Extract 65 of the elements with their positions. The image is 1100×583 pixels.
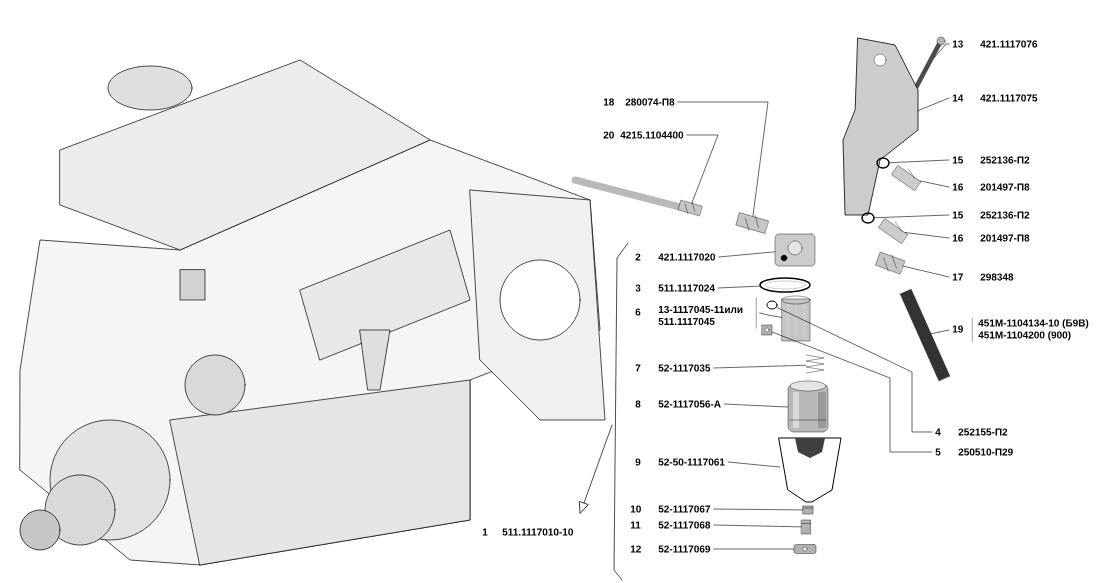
filter-element: [781, 295, 811, 342]
leader-line: [934, 43, 950, 58]
callout-label: 5 250510-П29: [935, 448, 1013, 456]
callout-label: 4 252155-П2: [935, 428, 1008, 436]
leader-line: [902, 265, 950, 278]
fitting: [677, 199, 703, 217]
callout-label: 14 421.1117075: [952, 94, 1038, 102]
callout-label: 16 201497-П8: [952, 183, 1030, 191]
leader-line: [930, 329, 950, 334]
callout-label: 15 252136-П2: [952, 211, 1030, 219]
callout-label: 15 252136-П2: [952, 156, 1030, 164]
bolt: [914, 36, 946, 89]
callout-label: 12 52-1117069: [630, 545, 711, 553]
screw: [802, 505, 814, 515]
leader-line: [919, 180, 950, 188]
callout-number: 1: [482, 528, 488, 536]
washer: [876, 157, 890, 169]
leader-line: [723, 403, 789, 408]
leader-line: [727, 461, 781, 468]
clamp: [793, 544, 817, 554]
callout-label: 8 52-1117056-А: [635, 400, 721, 408]
sediment-bowl: [778, 437, 842, 503]
screw: [801, 519, 811, 535]
fitting: [735, 212, 769, 234]
hose: [900, 288, 950, 382]
callout-label: 13 421.1117076: [952, 40, 1038, 48]
callout-label: 20 4215.1104400: [603, 131, 684, 139]
leader-line: [677, 101, 769, 217]
callout-label: 10 52-1117067: [630, 505, 711, 513]
callout-label: 2 421.1117020: [635, 253, 716, 261]
callout-label: 18 280074-П8: [603, 98, 675, 106]
spring: [805, 354, 825, 374]
washer: [861, 212, 875, 224]
leader-line: [713, 524, 802, 528]
leader-line: [917, 97, 950, 111]
leader-line: [776, 306, 933, 433]
part-number: 511.1117010-10: [502, 528, 573, 536]
fitting: [875, 251, 905, 275]
leader-line: [889, 159, 950, 163]
callout-label: 17 298348: [952, 273, 1014, 281]
gasket-ring: [759, 277, 811, 293]
leader-line: [874, 214, 950, 219]
leader-line: [771, 331, 933, 453]
filter-housing: [774, 233, 816, 267]
callout-label: 11 52-1117068: [630, 521, 711, 529]
callout-label: 16 201497-П8: [952, 234, 1030, 242]
leader-line: [904, 232, 950, 239]
bracket-plate: [842, 37, 919, 216]
bolt: [878, 218, 908, 244]
bolt: [891, 165, 921, 191]
callout-label: 3 511.1117024: [635, 284, 715, 292]
leader-line: [718, 251, 776, 258]
leader-line: [713, 364, 807, 369]
leader-line: [759, 312, 783, 318]
leader-line: [713, 508, 804, 511]
callout-label: 9 52-50-1117061: [635, 458, 725, 466]
leader-line: [713, 548, 795, 550]
callout-label: 6 13-1117045-11или 511.1117045: [635, 297, 757, 329]
o-ring: [766, 300, 778, 310]
callout-label: 19 451M-1104134-10 (Б9В) 451M-1104200 (900): [952, 317, 1089, 343]
callout-label: 7 52-1117035: [635, 364, 711, 372]
leader-line: [686, 134, 719, 204]
leader-line: [717, 285, 760, 289]
nut: [761, 324, 773, 336]
filter-cup: [787, 380, 829, 433]
